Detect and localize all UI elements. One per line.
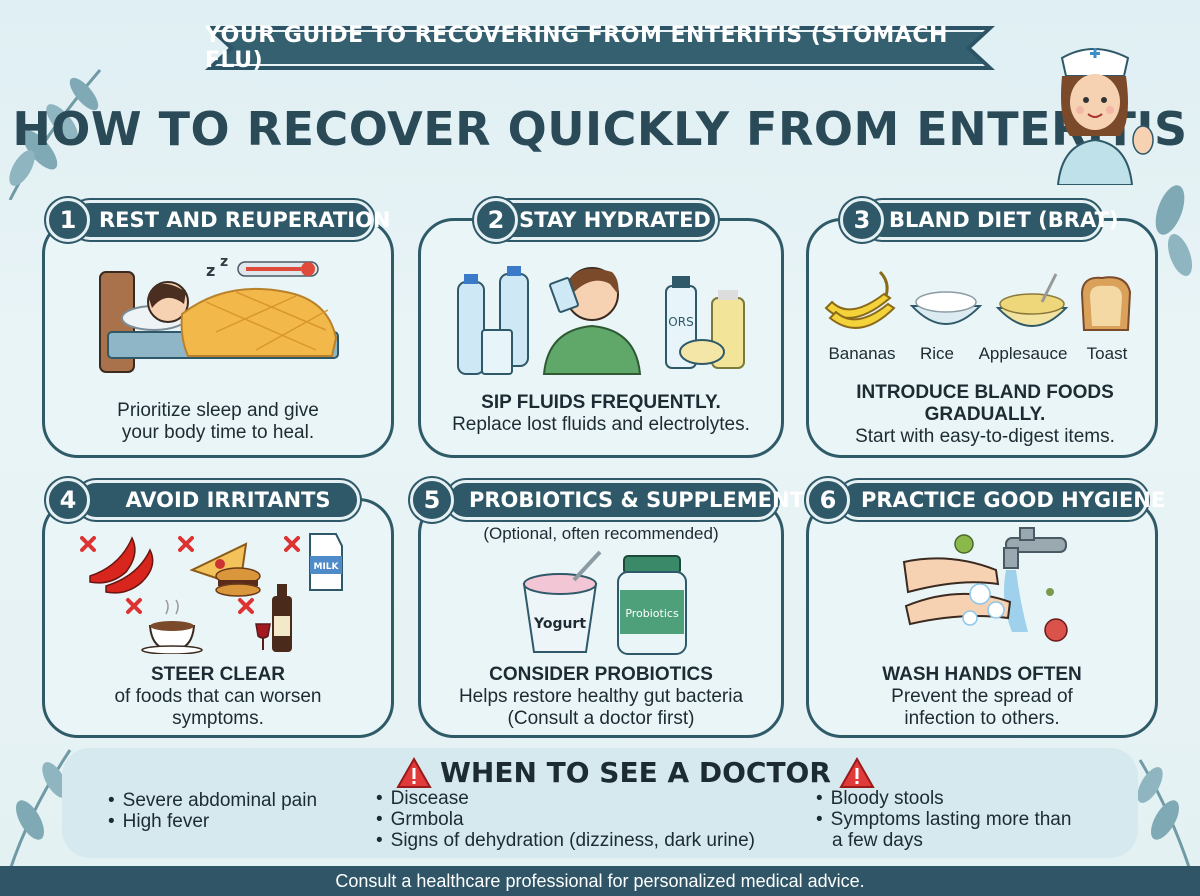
card-bland-diet-text: INTRODUCE BLAND FOODS GRADUALLY. Start w… [820,382,1150,448]
list-item: Bloody stools [816,788,1071,809]
card-probiotics-line-1: Helps restore healthy gut bacteria [458,686,744,707]
card-rest-text: Prioritize sleep and give your body time… [42,400,394,444]
card-hygiene-line-1: Prevent the spread of [891,686,1073,707]
list-item: Symptoms lasting more than [816,809,1072,830]
food-label-bananas: Bananas [828,344,896,363]
milk-label: MILK [313,562,339,572]
leaf-decoration-icon [8,69,102,200]
footer: Consult a healthcare professional for pe… [0,866,1200,896]
svg-text:z: z [206,261,215,280]
ors-label: ORS [668,315,693,329]
card-rest-title: REST AND REUPERATION [99,208,391,232]
doctor-list-3: Bloody stools Symptoms lasting more than… [816,788,1072,851]
card-bland-diet-bold: INTRODUCE BLAND FOODS GRADUALLY. [856,382,1114,425]
drinking-water-icon: ORS [457,266,745,375]
card-bland-diet-header: BLAND DIET (BRAT) [862,200,1119,240]
list-item: a few days [832,830,923,851]
card-probiotics-number: 5 [410,478,454,522]
card-hygiene-bold: WASH HANDS OFTEN [882,664,1082,685]
list-item: Grmbola [376,809,755,830]
card-rest-line-2: your body time to heal. [121,422,315,443]
food-labels: Bananas Rice Applesauce Toast [822,344,1142,364]
card-probiotics-text: CONSIDER PROBIOTICS Helps restore health… [418,664,784,730]
top-banner: YOUR GUIDE TO RECOVERING FROM ENTERITIS … [205,23,995,73]
yogurt-probiotics-icon: Yogurt Probiotics [522,550,687,655]
card-bland-diet-number: 3 [840,198,884,242]
food-label-applesauce: Applesauce [978,344,1068,363]
card-hydration-header: STAY HYDRATED [488,200,718,240]
card-avoid-irritants-title: AVOID IRRITANTS [125,488,331,512]
sleeping-in-bed-icon: z z [99,254,339,373]
hand-washing-icon [902,527,1068,642]
doctor-title: WHEN TO SEE A DOCTOR [440,756,831,789]
card-rest-header: REST AND REUPERATION [70,200,391,240]
leaf-decoration-icon [1137,759,1192,870]
card-probiotics-title: PROBIOTICS & SUPPLEMENTS [469,488,820,512]
card-hygiene-number: 6 [806,478,850,522]
brat-foods-icon [824,270,1132,331]
card-hygiene-header: PRACTICE GOOD HYGIENE [838,480,1166,520]
list-item: Severe abdominal pain [108,790,317,811]
list-item: High fever [108,811,317,832]
card-avoid-irritants-number: 4 [46,478,90,522]
irritant-foods-icon: MILK [80,533,343,654]
svg-text:z: z [220,254,228,270]
card-avoid-irritants-line-1: of foods that can worsen [114,686,322,707]
card-hydration-title: STAY HYDRATED [519,208,711,232]
page-title: HOW TO RECOVER QUICKLY FROM ENTERITIS [12,102,1188,156]
doctor-list-2: Discease Grmbola Signs of dehydration (d… [376,788,755,851]
card-probiotics-bold: CONSIDER PROBIOTICS [489,664,713,685]
footer-text: Consult a healthcare professional for pe… [335,870,865,891]
card-hydration-bold: SIP FLUIDS FREQUENTLY. [481,392,721,413]
card-avoid-irritants-line-2: symptoms. [172,708,264,729]
card-avoid-irritants-header: AVOID IRRITANTS [76,480,360,520]
list-item: Discease [376,788,755,809]
card-rest-number: 1 [46,198,90,242]
card-avoid-irritants-text: STEER CLEAR of foods that can worsen sym… [42,664,394,730]
yogurt-label: Yogurt [533,616,586,632]
card-hygiene-line-2: infection to others. [904,708,1060,729]
card-rest-line-1: Prioritize sleep and give [117,400,319,421]
nurse-icon [1056,48,1154,185]
food-label-rice: Rice [919,344,954,363]
card-bland-diet-title: BLAND DIET (BRAT) [889,208,1119,232]
warning-icon [839,756,875,788]
card-hygiene-title: PRACTICE GOOD HYGIENE [861,488,1166,512]
card-hydration-line-1: Replace lost fluids and electrolytes. [452,414,750,435]
card-hydration-number: 2 [474,198,518,242]
card-probiotics-header: PROBIOTICS & SUPPLEMENTS [446,480,820,520]
doctor-list-1: Severe abdominal pain High fever [108,790,317,832]
card-hydration-text: SIP FLUIDS FREQUENTLY. Replace lost flui… [418,392,784,436]
list-item: Signs of dehydration (dizziness, dark ur… [376,830,755,851]
card-probiotics-line-2: (Consult a doctor first) [507,708,695,729]
card-avoid-irritants-bold: STEER CLEAR [150,664,286,685]
leaf-decoration-icon [8,749,72,870]
doctor-section-title-row: WHEN TO SEE A DOCTOR [396,756,875,789]
card-hygiene-text: WASH HANDS OFTEN Prevent the spread of i… [806,664,1158,730]
banner-text: YOUR GUIDE TO RECOVERING FROM ENTERITIS … [205,23,948,73]
probiotics-label: Probiotics [625,607,679,620]
warning-icon [396,756,432,788]
card-probiotics [418,498,784,738]
card-bland-diet-line-1: Start with easy-to-digest items. [855,426,1115,447]
card-probiotics-note: (Optional, often recommended) [483,524,719,543]
leaf-decoration-icon [1155,185,1193,276]
food-label-toast: Toast [1086,344,1128,363]
